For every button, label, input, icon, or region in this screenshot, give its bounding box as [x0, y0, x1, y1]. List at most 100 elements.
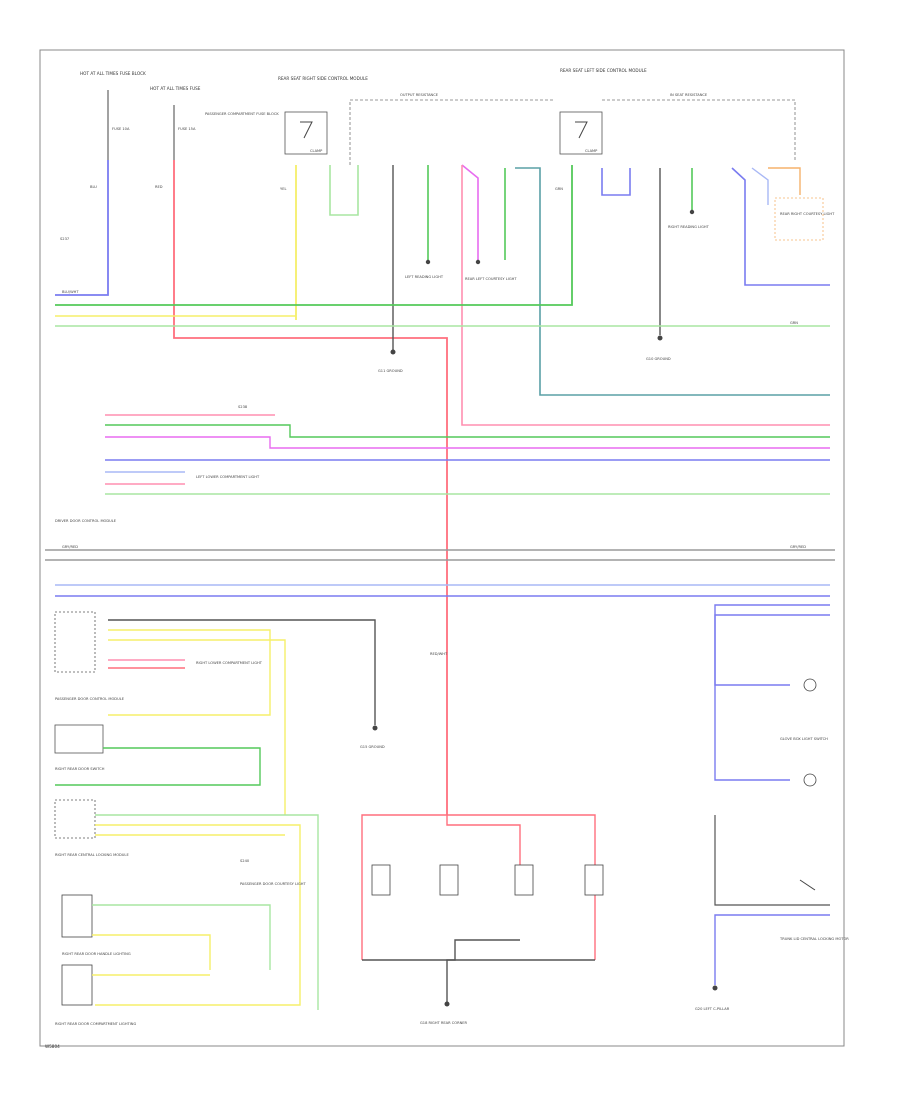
wire-yellow-lower-2 [108, 639, 286, 815]
fuse-left-label: FUSE 10A [112, 127, 130, 131]
right-rear-switch-label: RIGHT REAR DOOR SWITCH [55, 767, 105, 771]
passenger-door-module-box [54, 611, 96, 673]
lamp-left-box [371, 864, 391, 896]
lamp-midleft-box [439, 864, 459, 896]
module-switch-icon [300, 121, 313, 139]
lamp-left-lower-icon [803, 678, 817, 692]
wire-yellow-lower-1 [108, 629, 271, 716]
bus-label-blu-wht: BLU/WHT [62, 290, 79, 294]
rear-seat-right-module: REAR SEAT RIGHT SIDE CONTROL MODULE CLAM… [278, 76, 368, 155]
ground-g10-label: G10 GROUND [646, 357, 671, 361]
ground-g10-icon [657, 335, 663, 341]
right-lower-comp-label: RIGHT LOWER COMPARTMENT LIGHT [196, 661, 263, 665]
fuse-mid-title: HOT AT ALL TIMES FUSE [150, 86, 201, 91]
wire-blue-right-1 [714, 604, 830, 686]
wire-blue-right-2 [714, 614, 830, 781]
right-rear-switch-box [54, 724, 104, 754]
dash-link-right [602, 99, 796, 160]
bus-label-gry-red-right: GRY/RED [790, 545, 806, 549]
rear-right-courtesy-label: REAR RIGHT COURTESY LIGHT [780, 212, 835, 216]
wire-green-lower-2 [92, 904, 271, 970]
wire-label-grn: GRN [555, 187, 563, 191]
ground-g18-label: G18 RIGHT REAR CORNER [420, 1021, 468, 1025]
splice-s240: S240 [240, 859, 250, 863]
fuse-left-title: HOT AT ALL TIMES FUSE BLOCK [80, 71, 146, 76]
right-rear-module-label: RIGHT REAR CENTRAL LOCKING MODULE [55, 853, 129, 857]
wire-label-blu: BLU [90, 185, 97, 189]
connector-icon-2 [475, 259, 481, 265]
dash-note: OUTPUT RESISTANCE [400, 93, 439, 97]
wire-black-right [714, 815, 830, 906]
lamp-midright-box [514, 864, 534, 896]
splice-s237: S237 [60, 237, 69, 241]
right-reading-label: RIGHT READING LIGHT [668, 225, 710, 229]
wire-blue-right-3 [714, 914, 830, 985]
wire-lightgreen-lower [95, 814, 319, 1010]
passenger-door-module-label: PASSENGER DOOR CONTROL MODULE [55, 697, 125, 701]
lamp-right-lower-icon [803, 773, 817, 787]
module-left-pin: CLAMP [310, 149, 323, 153]
wire-lightgreen-loop [329, 165, 359, 216]
right-rear-module-box [54, 799, 96, 839]
rear-seat-left-module: REAR SEAT LEFT SIDE CONTROL MODULE CLAMP [559, 68, 647, 155]
ground-g11-icon [390, 349, 396, 355]
fuse-mid-label: FUSE 15A [178, 127, 196, 131]
fuse-block-note: PASSENGER COMPARTMENT FUSE BLOCK [205, 112, 279, 116]
wire-blue-1 [55, 160, 109, 296]
connector-icon-1 [425, 259, 431, 265]
rear-seat-left-module-title: REAR SEAT LEFT SIDE CONTROL MODULE [560, 68, 647, 73]
wire-blue-light [751, 167, 769, 205]
bus-pink-2 [105, 436, 830, 449]
wire-violet-1 [461, 164, 479, 260]
fuse-mid: HOT AT ALL TIMES FUSE FUSE 15A [150, 86, 201, 160]
ground-g20-icon [712, 985, 718, 991]
rear-left-courtesy-label: REAR LEFT COURTESY LIGHT [465, 277, 517, 281]
wire-blue-2 [601, 168, 631, 196]
wire-lightgreen-2 [55, 165, 573, 306]
ground-g15-label: G15 GROUND [360, 745, 385, 749]
left-reading-label: LEFT READING LIGHT [405, 275, 444, 279]
wire-label-yel: YEL [280, 187, 286, 191]
wire-red-lower-bus [361, 814, 596, 960]
wire-black-lamp-center [446, 939, 520, 1002]
dash-link-left [349, 99, 555, 165]
bus-green-1 [105, 424, 830, 438]
wire-orange [768, 167, 801, 195]
trunk-switch-label: TRUNK LID CENTRAL LOCKING MOTOR [779, 937, 849, 941]
wire-red-main [173, 160, 448, 815]
right-rear-compartment-label: RIGHT REAR DOOR COMPARTMENT LIGHTING [55, 1022, 136, 1026]
diagram-frame [39, 49, 845, 1047]
bus-label-grn-right: GRN [790, 321, 798, 325]
trunk-switch-icon [799, 879, 816, 891]
right-rear-handle-label: RIGHT REAR DOOR HANDLE LIGHTING [62, 952, 131, 956]
left-lower-comp-label: LEFT LOWER COMPARTMENT LIGHT [196, 475, 260, 479]
ground-g18-icon [444, 1001, 450, 1007]
wire-red-lower-tee [446, 815, 521, 865]
wire-teal [515, 167, 830, 396]
module-right-pin: CLAMP [585, 149, 598, 153]
rear-seat-right-module-title: REAR SEAT RIGHT SIDE CONTROL MODULE [278, 76, 368, 81]
wire-blue-3 [731, 167, 830, 286]
fuse-left: HOT AT ALL TIMES FUSE BLOCK FUSE 10A [80, 71, 146, 160]
rear-right-courtesy-box [774, 197, 824, 241]
wire-yellow-lower-5 [92, 934, 211, 970]
passenger-lighting-label: PASSENGER DOOR COURTESY LIGHT [240, 882, 307, 886]
dash-note-right: IN SEAT RESISTANCE [670, 93, 708, 97]
ground-g20-label: G20 LEFT C-PILLAR [695, 1007, 730, 1011]
wire-green-lower-1 [55, 747, 261, 786]
connector-icon-3 [689, 209, 695, 215]
splice-s238: S238 [238, 405, 248, 409]
bus-label-gry-red: GRY/RED [62, 545, 78, 549]
wire-label-red: RED [155, 185, 163, 189]
driver-door-module-label: DRIVER DOOR CONTROL MODULE [55, 519, 117, 523]
glove-switch-label: GLOVE BOX LIGHT SWITCH [780, 737, 828, 741]
ground-g11-label: G11 GROUND [378, 369, 403, 373]
wire-label-red-wht: RED/WHT [430, 652, 448, 656]
wire-pink-long [461, 165, 830, 426]
lamp-right-box [584, 864, 604, 896]
right-rear-handle-box [61, 894, 93, 938]
wire-black-lower [108, 619, 376, 725]
ground-g15-icon [372, 725, 378, 731]
diagram-code: W5804 [45, 1044, 60, 1049]
